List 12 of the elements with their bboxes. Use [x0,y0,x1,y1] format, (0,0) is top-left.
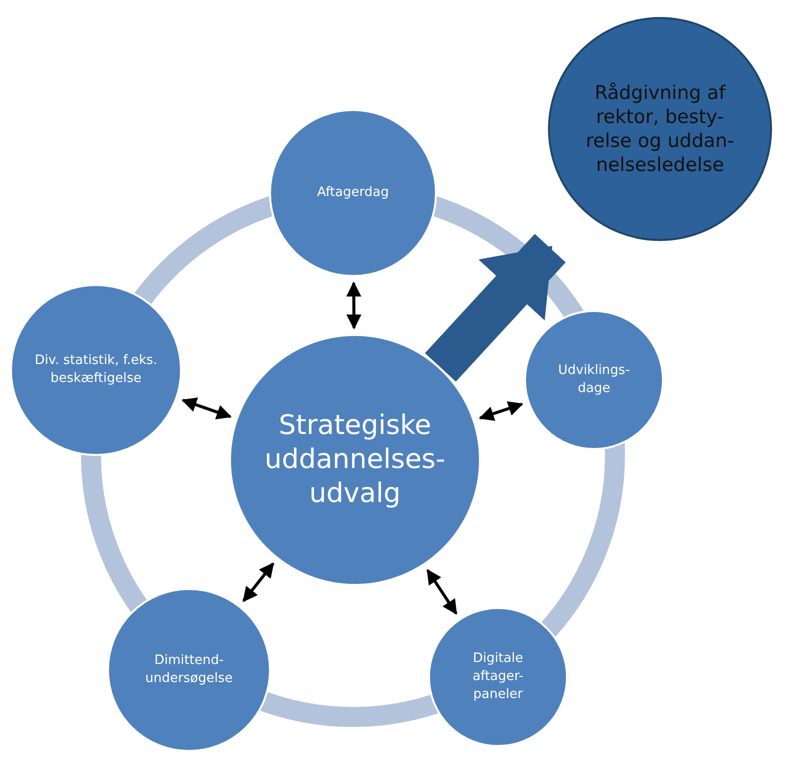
node-label: Rådgivning af rektor, besty-relse og uddan-nelsesledelse [584,81,736,177]
double-arrow [426,568,458,615]
node-label: Digitale aftager-paneler [472,650,524,704]
node-label: Udviklings-dage [557,362,631,398]
node-label: Aftagerdag [316,184,390,202]
thick-arrow [424,234,566,382]
node-label: Dimittend-undersøgelse [144,652,234,688]
double-arrow [478,401,524,421]
double-arrow [242,562,274,602]
double-arrow [346,282,362,330]
node-label: Div. statistik, f.eks. beskæftigelse [34,352,158,388]
node-label: Strategiske uddannelses-udvalg [264,409,446,511]
